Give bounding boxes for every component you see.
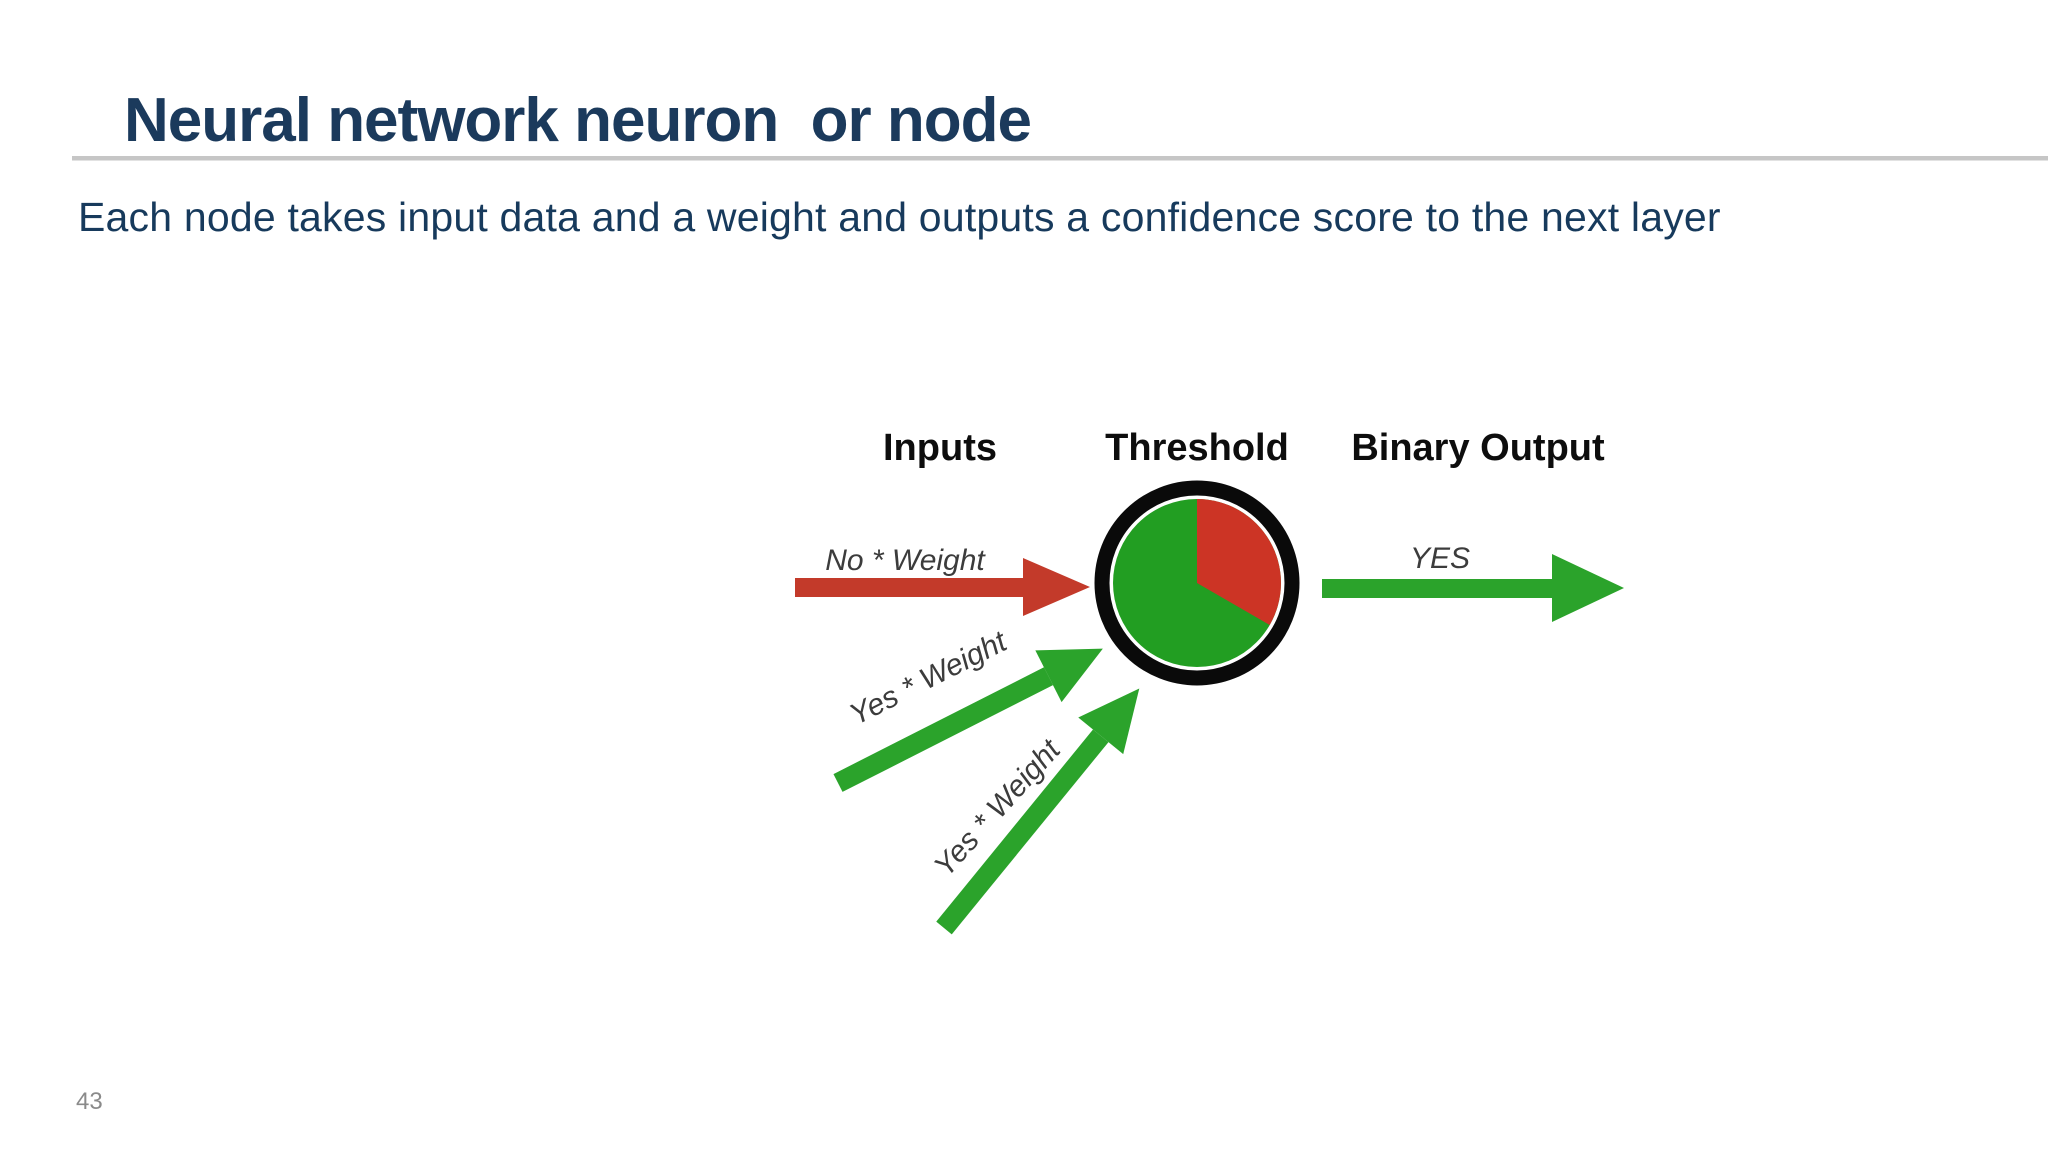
page-number: 43 [76,1088,103,1115]
input-arrow-yes-2-icon [936,688,1140,935]
inputs-column-label: Inputs [883,427,997,469]
title-divider-line [72,156,2048,161]
threshold-column-label: Threshold [1105,427,1289,469]
threshold-node-icon [1094,480,1300,686]
pie-red-slice [1197,499,1281,625]
input-arrow-no-label: No * Weight [825,544,986,577]
output-arrow-label: YES [1410,542,1470,575]
input-arrow-yes-1-icon [833,648,1103,792]
slide-title: Neural network neuron or node [124,86,1032,155]
output-arrow-icon [1322,554,1624,622]
binary-output-column-label: Binary Output [1351,427,1605,469]
input-arrow-no-icon [795,558,1090,616]
slide-subtitle: Each node takes input data and a weight … [78,194,1721,240]
